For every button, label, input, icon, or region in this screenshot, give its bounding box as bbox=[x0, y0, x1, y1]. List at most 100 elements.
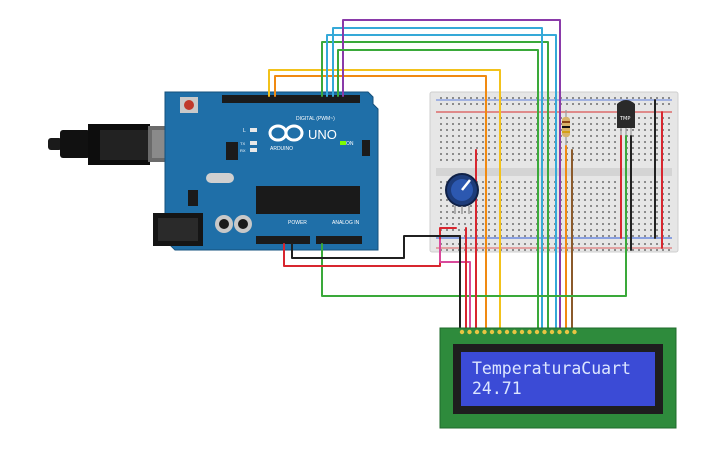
breadboard-hole bbox=[446, 103, 448, 105]
breadboard-hole bbox=[602, 97, 604, 99]
breadboard-hole bbox=[644, 123, 646, 125]
breadboard-hole bbox=[608, 153, 610, 155]
crystal bbox=[206, 173, 234, 183]
breadboard-hole bbox=[638, 211, 640, 213]
breadboard-hole bbox=[608, 181, 610, 183]
breadboard-hole bbox=[494, 153, 496, 155]
digital-header bbox=[222, 95, 360, 103]
breadboard-hole bbox=[440, 193, 442, 195]
breadboard-hole bbox=[530, 199, 532, 201]
breadboard[interactable] bbox=[429, 91, 679, 253]
breadboard-hole bbox=[632, 97, 634, 99]
breadboard-hole bbox=[602, 211, 604, 213]
breadboard-hole bbox=[644, 97, 646, 99]
breadboard-hole bbox=[584, 223, 586, 225]
breadboard-hole bbox=[614, 97, 616, 99]
potentiometer[interactable] bbox=[445, 173, 479, 214]
breadboard-hole bbox=[590, 243, 592, 245]
breadboard-hole bbox=[614, 229, 616, 231]
breadboard-hole bbox=[494, 205, 496, 207]
breadboard-hole bbox=[470, 103, 472, 105]
breadboard-hole bbox=[488, 147, 490, 149]
breadboard-hole bbox=[596, 205, 598, 207]
breadboard-hole bbox=[482, 217, 484, 219]
breadboard-hole bbox=[668, 147, 670, 149]
breadboard-hole bbox=[494, 243, 496, 245]
breadboard-hole bbox=[602, 123, 604, 125]
breadboard-hole bbox=[464, 135, 466, 137]
breadboard-hole bbox=[638, 141, 640, 143]
breadboard-hole bbox=[470, 123, 472, 125]
lcd-module[interactable]: TemperaturaCuart 24.71 bbox=[439, 327, 677, 429]
breadboard-hole bbox=[524, 243, 526, 245]
breadboard-hole bbox=[650, 187, 652, 189]
breadboard-hole bbox=[614, 181, 616, 183]
breadboard-hole bbox=[470, 229, 472, 231]
breadboard-hole bbox=[590, 229, 592, 231]
lcd-pin bbox=[542, 329, 547, 335]
breadboard-hole bbox=[614, 211, 616, 213]
breadboard-hole bbox=[656, 129, 658, 131]
breadboard-hole bbox=[446, 243, 448, 245]
breadboard-hole bbox=[518, 147, 520, 149]
breadboard-hole bbox=[668, 205, 670, 207]
breadboard-hole bbox=[470, 205, 472, 207]
breadboard-hole bbox=[482, 129, 484, 131]
breadboard-hole bbox=[656, 223, 658, 225]
breadboard-hole bbox=[572, 117, 574, 119]
breadboard-hole bbox=[626, 129, 628, 131]
breadboard-hole bbox=[638, 199, 640, 201]
breadboard-hole bbox=[488, 97, 490, 99]
breadboard-hole bbox=[518, 117, 520, 119]
breadboard-hole bbox=[638, 217, 640, 219]
breadboard-hole bbox=[650, 141, 652, 143]
lcd-pin bbox=[534, 329, 540, 335]
breadboard-hole bbox=[470, 153, 472, 155]
breadboard-hole bbox=[512, 153, 514, 155]
breadboard-hole bbox=[638, 159, 640, 161]
breadboard-hole bbox=[590, 159, 592, 161]
breadboard-hole bbox=[668, 229, 670, 231]
breadboard-hole bbox=[590, 153, 592, 155]
breadboard-hole bbox=[446, 249, 448, 251]
breadboard-hole bbox=[638, 129, 640, 131]
breadboard-hole bbox=[506, 147, 508, 149]
breadboard-hole bbox=[578, 249, 580, 251]
breadboard-hole bbox=[584, 229, 586, 231]
breadboard-hole bbox=[578, 135, 580, 137]
breadboard-hole bbox=[584, 187, 586, 189]
breadboard-hole bbox=[572, 123, 574, 125]
arduino-uno-board[interactable]: UNO ARDUINO DIGITAL (PWM~) ON L TX RX PO… bbox=[153, 91, 379, 251]
breadboard-hole bbox=[602, 229, 604, 231]
breadboard-hole bbox=[650, 181, 652, 183]
breadboard-hole bbox=[602, 159, 604, 161]
breadboard-hole bbox=[656, 193, 658, 195]
breadboard-hole bbox=[446, 97, 448, 99]
breadboard-hole bbox=[476, 123, 478, 125]
breadboard-hole bbox=[506, 235, 508, 237]
temperature-sensor[interactable]: TMP bbox=[617, 100, 635, 136]
lcd-pin bbox=[519, 329, 525, 335]
breadboard-hole bbox=[524, 117, 526, 119]
breadboard-hole bbox=[656, 235, 658, 237]
breadboard-hole bbox=[530, 211, 532, 213]
breadboard-hole bbox=[440, 181, 442, 183]
breadboard-hole bbox=[602, 117, 604, 119]
breadboard-hole bbox=[632, 205, 634, 207]
breadboard-hole bbox=[638, 123, 640, 125]
breadboard-hole bbox=[644, 249, 646, 251]
breadboard-hole bbox=[668, 243, 670, 245]
breadboard-hole bbox=[440, 147, 442, 149]
resistor[interactable] bbox=[562, 110, 570, 146]
breadboard-hole bbox=[578, 211, 580, 213]
breadboard-hole bbox=[512, 141, 514, 143]
breadboard-hole bbox=[446, 153, 448, 155]
breadboard-hole bbox=[638, 249, 640, 251]
breadboard-hole bbox=[458, 223, 460, 225]
breadboard-hole bbox=[608, 135, 610, 137]
breadboard-hole bbox=[650, 211, 652, 213]
breadboard-hole bbox=[494, 129, 496, 131]
breadboard-hole bbox=[584, 235, 586, 237]
breadboard-hole bbox=[644, 147, 646, 149]
breadboard-hole bbox=[656, 141, 658, 143]
